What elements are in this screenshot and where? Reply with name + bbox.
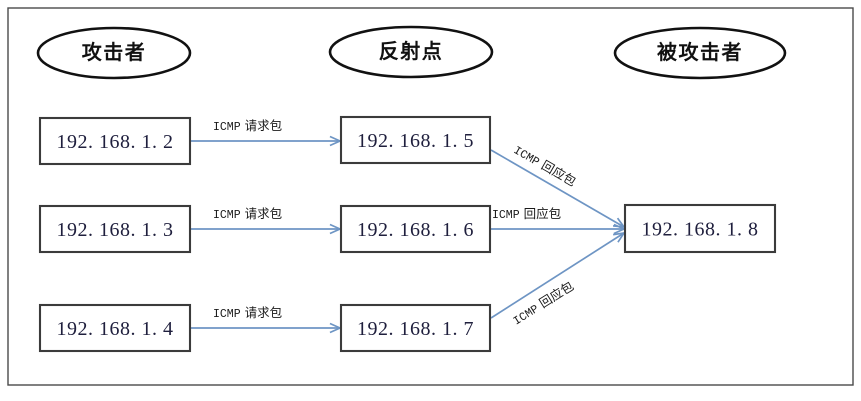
hosts-layer: 192. 168. 1. 2 192. 168. 1. 3 192. 168. 1.… [38,115,777,353]
attacker-ellipse [36,26,192,80]
host-box-victim-1[interactable] [623,203,777,254]
reflector-label: 反射点 [379,39,444,63]
host-box-attacker-1[interactable] [38,116,192,166]
edge-label-packet-request-2: 请求包 [245,207,283,221]
host-box-reflector-3[interactable] [339,303,492,353]
edge-line-reply-3 [490,232,625,319]
edge-label-request-2: ICMP 请求包 [213,207,282,222]
attacker-label: 攻击者 [82,40,147,64]
host-node-attacker-1[interactable]: 192. 168. 1. 2 [38,116,192,166]
edge-line-reply-1 [490,149,625,228]
host-label-attacker-2: 192. 168. 1. 3 [57,219,174,241]
host-label-victim-1: 192. 168. 1. 8 [642,219,759,241]
host-label-reflector-3: 192. 168. 1. 7 [357,318,474,340]
edge-label-request-1: ICMP 请求包 [213,119,282,134]
edge-request-2: ICMP 请求包 [190,207,343,235]
victim-ellipse [613,26,787,80]
host-node-victim-1[interactable]: 192. 168. 1. 8 [623,203,777,254]
host-box-attacker-2[interactable] [38,204,192,254]
reflector-ellipse [328,25,494,79]
edge-label-protocol-reply-2: ICMP [492,209,520,222]
edge-label-protocol-request-2: ICMP [213,209,241,222]
role-ellipses: 攻击者 反射点 被攻击者 [36,25,787,80]
edge-label-protocol-request-1: ICMP [213,121,241,134]
edge-request-3: ICMP 请求包 [190,306,343,334]
host-box-reflector-2[interactable] [339,204,492,254]
host-node-attacker-3[interactable]: 192. 168. 1. 4 [38,303,192,353]
role-node-reflector: 反射点 [328,25,494,79]
host-box-reflector-1[interactable] [339,115,492,165]
edge-label-packet-request-1: 请求包 [245,119,283,133]
host-label-attacker-3: 192. 168. 1. 4 [57,318,174,340]
victim-label: 被攻击者 [657,40,743,64]
role-node-victim: 被攻击者 [613,26,787,80]
edge-label-request-3: ICMP 请求包 [213,306,282,321]
host-node-reflector-1[interactable]: 192. 168. 1. 5 [339,115,492,165]
host-node-reflector-3[interactable]: 192. 168. 1. 7 [339,303,492,353]
host-box-attacker-3[interactable] [38,303,192,353]
host-label-reflector-2: 192. 168. 1. 6 [357,219,474,241]
edge-label-protocol-request-3: ICMP [213,308,241,321]
host-label-attacker-1: 192. 168. 1. 2 [57,131,174,153]
edge-label-packet-reply-2: 回应包 [524,206,562,221]
host-label-reflector-1: 192. 168. 1. 5 [357,130,474,152]
host-node-reflector-2[interactable]: 192. 168. 1. 6 [339,204,492,254]
edge-label-reply-2: ICMP 回应包 [492,206,561,222]
edge-request-1: ICMP 请求包 [190,119,343,147]
role-node-attacker: 攻击者 [36,26,192,80]
edge-label-packet-request-3: 请求包 [245,306,283,320]
host-node-attacker-2[interactable]: 192. 168. 1. 3 [38,204,192,254]
